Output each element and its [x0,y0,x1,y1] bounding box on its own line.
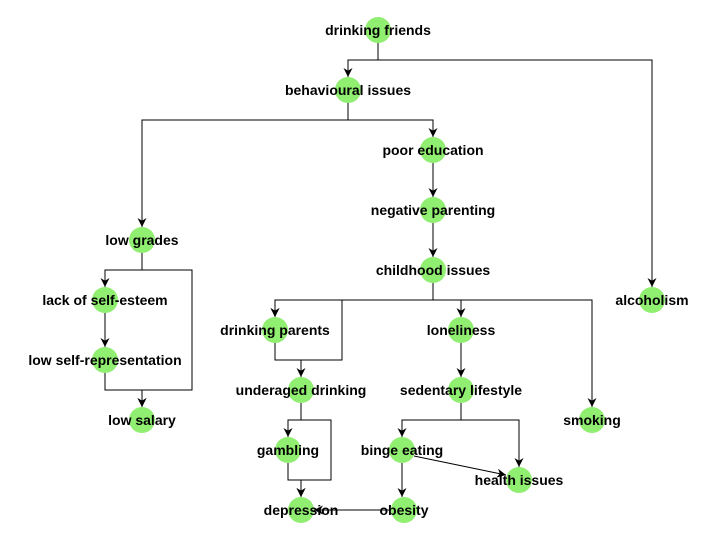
node-label: low self-representation [28,352,181,368]
node-label: low grades [105,232,178,248]
node-marker [420,137,446,163]
node-label: depression [264,502,339,518]
node-low-salary[interactable]: low salary [108,407,176,433]
node-label: health issues [475,472,564,488]
node-marker [129,407,155,433]
nodes-layer: drinking friends behavioural issues poor e… [28,17,689,523]
node-label: low salary [108,412,176,428]
edge-drinking-parents-to-underaged-drinking [274,343,306,377]
edge-drinking-parents-to-drinking-parents [270,299,343,361]
node-drinking-parents[interactable]: drinking parents [220,317,330,343]
edge-binge-eating-to-health-issues [413,455,507,478]
node-label: childhood issues [376,262,491,278]
node-underaged-drinking[interactable]: underaged drinking [236,377,367,403]
node-marker [365,17,391,43]
node-smoking[interactable]: smoking [563,407,621,433]
node-behavioural-issues[interactable]: behavioural issues [285,77,411,103]
node-label: negative parenting [371,202,495,218]
node-marker [335,77,361,103]
edge-behavioural-issues-to-poor-education [347,103,438,137]
node-marker [448,317,474,343]
node-label: underaged drinking [236,382,367,398]
node-label: poor education [382,142,483,158]
node-poor-education[interactable]: poor education [382,137,484,163]
edge-underaged-drinking-to-gambling [283,403,302,437]
node-depression[interactable]: depression [264,497,339,523]
node-obesity[interactable]: obesity [379,497,429,523]
node-label: alcoholism [615,292,688,308]
node-label: loneliness [427,322,496,338]
node-health-issues[interactable]: health issues [475,467,564,493]
node-marker [262,317,288,343]
node-marker [129,227,155,253]
node-label: obesity [379,502,428,518]
node-marker [579,407,605,433]
node-label: lack of self-esteem [42,292,167,308]
node-label: behavioural issues [285,82,411,98]
node-marker [506,467,532,493]
edge-drinking-friends-to-alcoholism [377,43,657,287]
node-marker [420,257,446,283]
node-lack-of-self-esteem[interactable]: lack of self-esteem [42,287,168,313]
node-marker [92,347,118,373]
node-label: gambling [257,442,319,458]
node-low-self-representation[interactable]: low self-representation [28,347,182,373]
edge-gambling-to-depression [287,463,306,497]
node-marker [448,377,474,403]
node-marker [92,287,118,313]
node-low-grades[interactable]: low grades [105,227,179,253]
node-alcoholism[interactable]: alcoholism [615,287,689,313]
edges-layer [100,43,657,515]
node-childhood-issues[interactable]: childhood issues [376,257,491,283]
node-binge-eating[interactable]: binge eating [361,437,443,463]
node-loneliness[interactable]: loneliness [427,317,496,343]
edge-behavioural-issues-to-low-grades [137,103,349,227]
node-gambling[interactable]: gambling [257,437,319,463]
node-label: sedentary lifestyle [400,382,522,398]
edge-low-grades-to-low-salary [137,253,193,407]
node-sedentary-lifestyle[interactable]: sedentary lifestyle [400,377,522,403]
edge-low-grades-to-lack-of-self-esteem [100,253,143,287]
node-marker [288,497,314,523]
node-label: drinking friends [325,22,431,38]
node-marker [389,437,415,463]
node-marker [420,197,446,223]
edge-sedentary-lifestyle-to-binge-eating [397,403,462,437]
edge-drinking-friends-to-behavioural-issues [343,43,379,77]
node-label: smoking [563,412,621,428]
node-marker [639,287,665,313]
node-negative-parenting[interactable]: negative parenting [371,197,495,223]
node-marker [288,377,314,403]
node-label: binge eating [361,442,443,458]
node-label: drinking parents [220,322,330,338]
edge-childhood-issues-to-smoking [432,283,597,407]
node-marker [275,437,301,463]
node-drinking-friends[interactable]: drinking friends [325,17,431,43]
node-marker [391,497,417,523]
edge-sedentary-lifestyle-to-health-issues [460,403,524,467]
edge-low-self-representation-to-low-salary [104,373,147,407]
